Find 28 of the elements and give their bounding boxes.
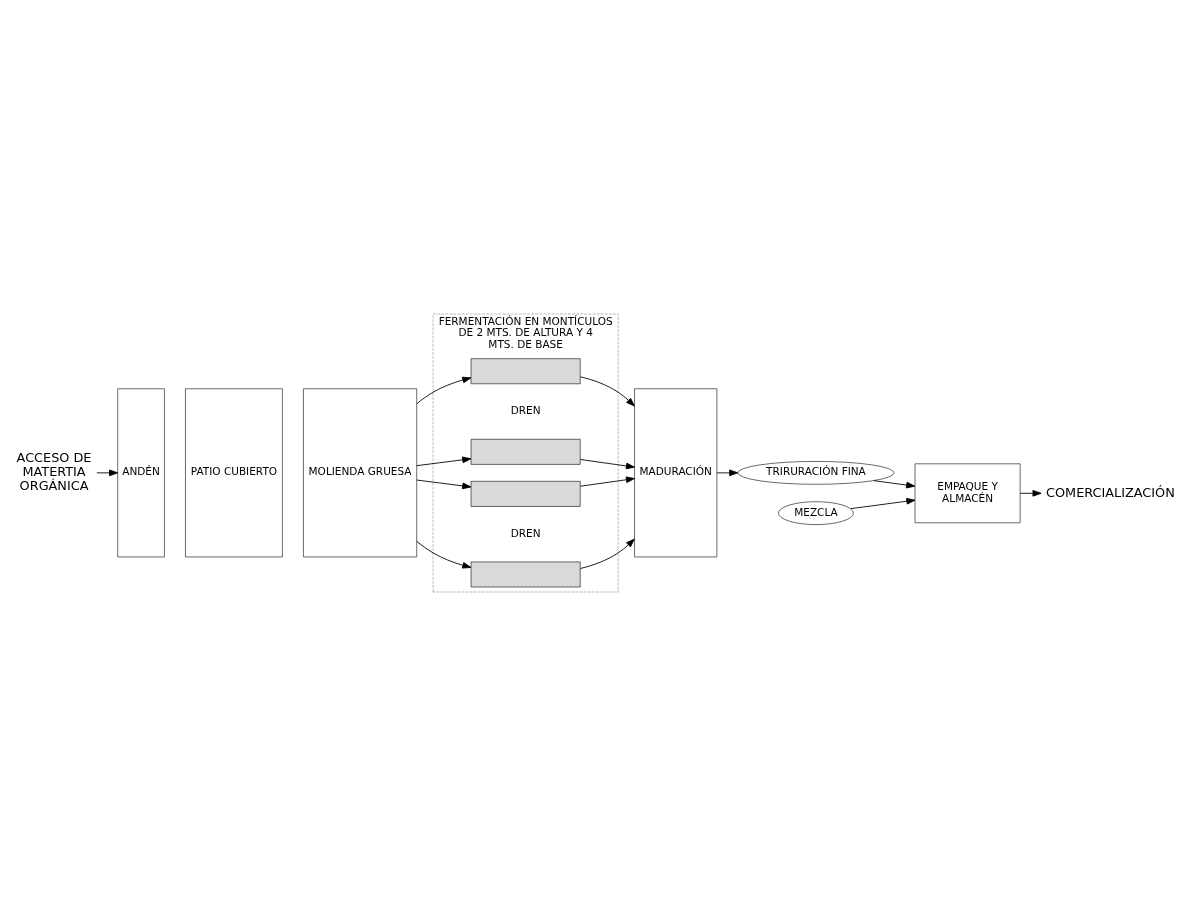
node-box	[470, 358, 581, 385]
node-box: ANDÉN	[117, 388, 165, 558]
arrow	[873, 480, 916, 489]
node-ellipse: MEZCLA	[778, 501, 854, 525]
arrow	[850, 497, 916, 510]
arrow	[416, 479, 472, 490]
arrow	[579, 476, 635, 487]
arrow	[580, 538, 635, 569]
arrow	[416, 376, 472, 405]
label: DREN	[510, 526, 541, 539]
node-text: ACCESO DE MATERTIA ORGÁNICA	[16, 450, 92, 494]
label: DREN	[510, 404, 541, 417]
arrow	[1019, 490, 1042, 497]
node-box: PATIO CUBIERTO	[185, 388, 283, 558]
arrow	[579, 459, 635, 470]
node-box: MADURACIÓN	[634, 388, 718, 558]
node-text: COMERCIALIZACIÓN	[1046, 484, 1175, 500]
arrow	[580, 376, 635, 407]
arrow	[96, 469, 119, 477]
node-box: MOLIENDA GRUESA	[303, 388, 417, 558]
node-ellipse: TRIRURACIÓN FINA	[737, 461, 895, 485]
arrow	[416, 540, 472, 569]
arrow	[416, 456, 472, 467]
node-box	[470, 481, 581, 507]
node-box: EMPAQUE Y ALMACÉN	[914, 463, 1021, 524]
node-box	[470, 439, 581, 465]
node-box	[470, 561, 581, 588]
arrow	[716, 469, 739, 477]
